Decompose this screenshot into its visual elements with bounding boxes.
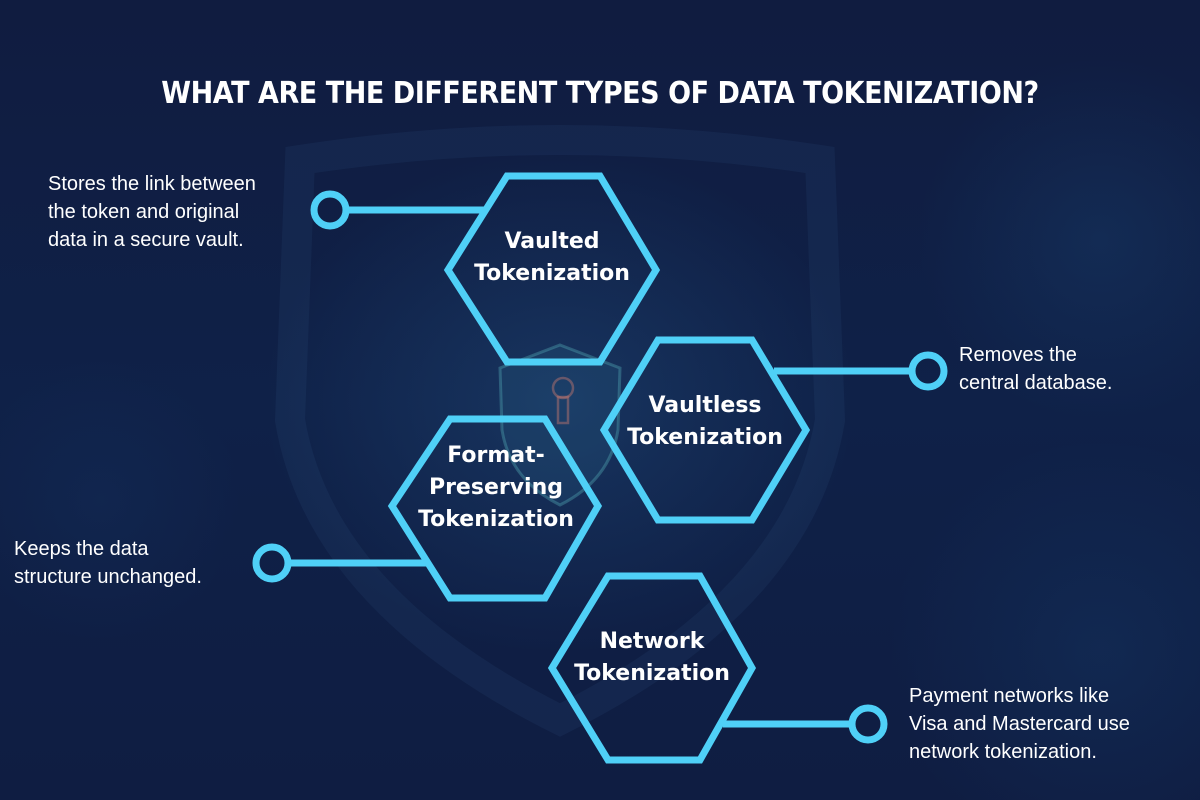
hexagon-vaultless bbox=[599, 336, 948, 524]
hexagon-label-network: Network Tokenization bbox=[574, 629, 730, 686]
node-circle-vaulted bbox=[310, 190, 350, 230]
description-network: Payment networks like Visa and Mastercar… bbox=[909, 685, 1130, 763]
page-title: WHAT ARE THE DIFFERENT TYPES OF DATA TOK… bbox=[161, 76, 1039, 111]
hexagon-format-preserving bbox=[252, 415, 603, 602]
node-circle-format-preserving bbox=[252, 543, 292, 583]
hexagon-vaulted bbox=[310, 172, 661, 366]
description-vaulted: Stores the link between the token and or… bbox=[48, 173, 256, 251]
node-circle-vaultless bbox=[908, 351, 948, 391]
node-circle-network bbox=[848, 704, 888, 744]
description-vaultless: Removes the central database. bbox=[959, 344, 1113, 394]
hexagon-label-vaultless: Vaultless Tokenization bbox=[627, 393, 783, 450]
hexagon-network bbox=[547, 572, 888, 764]
hexagon-label-format-preserving: Format- Preserving Tokenization bbox=[418, 443, 574, 532]
description-format-preserving: Keeps the data structure unchanged. bbox=[14, 538, 202, 588]
hexagon-label-vaulted: Vaulted Tokenization bbox=[474, 229, 630, 286]
